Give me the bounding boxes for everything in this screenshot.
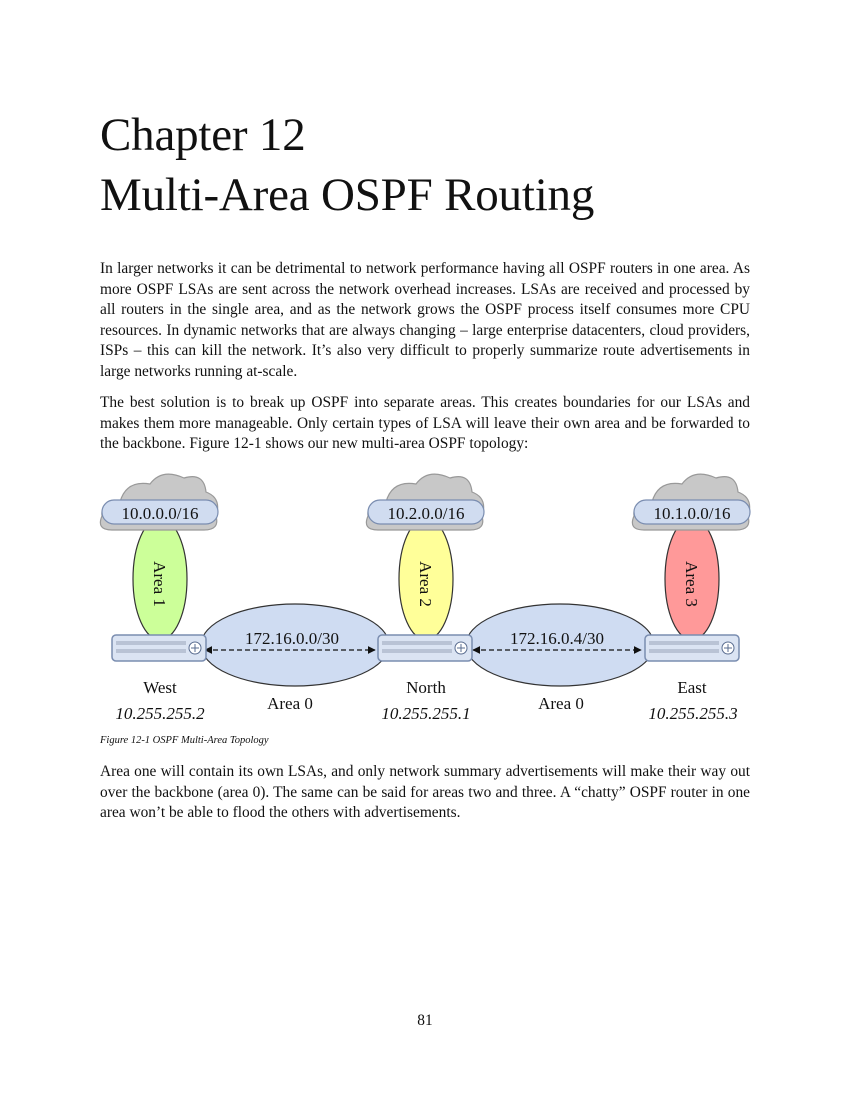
link-subnet-label: 172.16.0.0/30 [245,629,339,648]
cloud-label-box [101,499,219,525]
body-paragraph: Area one will contain its own LSAs, and … [100,763,750,821]
router-name: West [143,678,177,697]
backbone-area-label: Area 0 [538,694,584,713]
cloud-label-box [633,499,751,525]
router-icon [377,634,473,662]
router-name: East [677,678,707,697]
router-ip: 10.255.255.2 [115,704,205,723]
cloud-subnet-label: 10.2.0.0/16 [388,504,465,523]
page-number: 81 [417,1012,433,1029]
router-icon [644,634,740,662]
router-ip: 10.255.255.1 [381,704,470,723]
figure-caption: Figure 12-1 OSPF Multi-Area Topology [100,735,269,746]
cloud-subnet-label: 10.0.0.0/16 [122,504,199,523]
router-icon [111,634,207,662]
cloud-label-box [367,499,485,525]
backbone-area-label: Area 0 [267,694,313,713]
area-label: Area 3 [682,561,701,607]
chapter-number: Chapter 12 [100,109,306,161]
ospf-topology-diagram: 10.0.0.0/16 10.2.0.0/16 10.1.0.0/16 Area… [99,473,751,723]
chapter-title: Multi-Area OSPF Routing [100,169,595,221]
area-label: Area 2 [416,561,435,607]
body-paragraph: The best solution is to break up OSPF in… [100,394,750,452]
cloud-subnet-label: 10.1.0.0/16 [654,504,731,523]
body-paragraph: In larger networks it can be detrimental… [100,260,750,380]
link-subnet-label: 172.16.0.4/30 [510,629,604,648]
router-name: North [406,678,446,697]
area-label: Area 1 [150,561,169,607]
chapter-heading: Chapter 12 Multi-Area OSPF Routing [100,105,594,225]
router-ip: 10.255.255.3 [648,704,737,723]
